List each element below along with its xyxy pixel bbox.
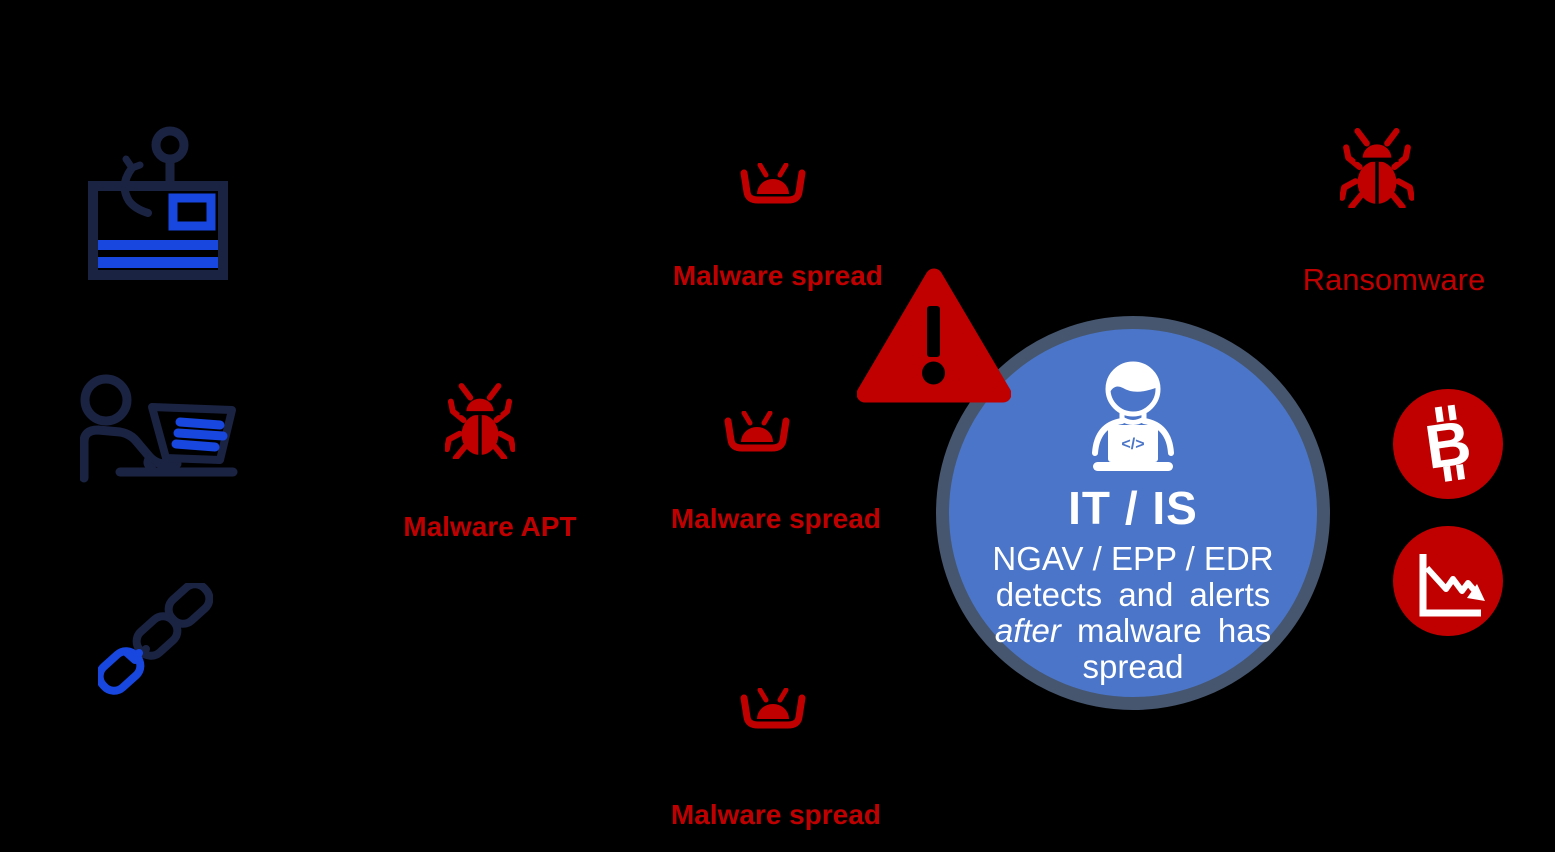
warning-icon [857, 265, 1011, 408]
malware-apt-bug-icon [445, 383, 515, 459]
user-laptop-icon [80, 372, 238, 484]
ransomware-label: Ransomware [1302, 262, 1486, 297]
it-is-line1: NGAV / EPP / EDR [992, 540, 1274, 577]
phishing-icon [85, 125, 230, 280]
broken-chain-icon [98, 583, 213, 695]
it-is-line4: spread [1082, 648, 1184, 685]
it-is-line3-rest: malware has [1060, 612, 1272, 649]
it-is-line3-italic: after [994, 612, 1061, 649]
bitcoin-icon: B [1393, 389, 1503, 499]
it-is-line2: detects and alerts [995, 576, 1271, 613]
svg-text:B: B [1421, 408, 1475, 483]
it-is-title: IT / IS [1068, 482, 1198, 534]
ransomware-bug-icon [1340, 128, 1414, 208]
it-worker-icon: </> [1086, 357, 1180, 473]
malware-spread-label-middle: Malware spread [670, 503, 882, 534]
malware-spread-label-bottom: Malware spread [670, 799, 882, 830]
it-is-line3: after malware has [949, 613, 1317, 649]
svg-text:</>: </> [1121, 436, 1144, 453]
malware-spread-icon-bottom [740, 688, 806, 735]
malware-apt-label: Malware APT [403, 511, 577, 542]
malware-spread-icon-middle [724, 411, 790, 458]
malware-spread-icon-top [740, 163, 806, 210]
malware-spread-label-top: Malware spread [672, 260, 884, 291]
loss-chart-icon [1393, 526, 1503, 636]
